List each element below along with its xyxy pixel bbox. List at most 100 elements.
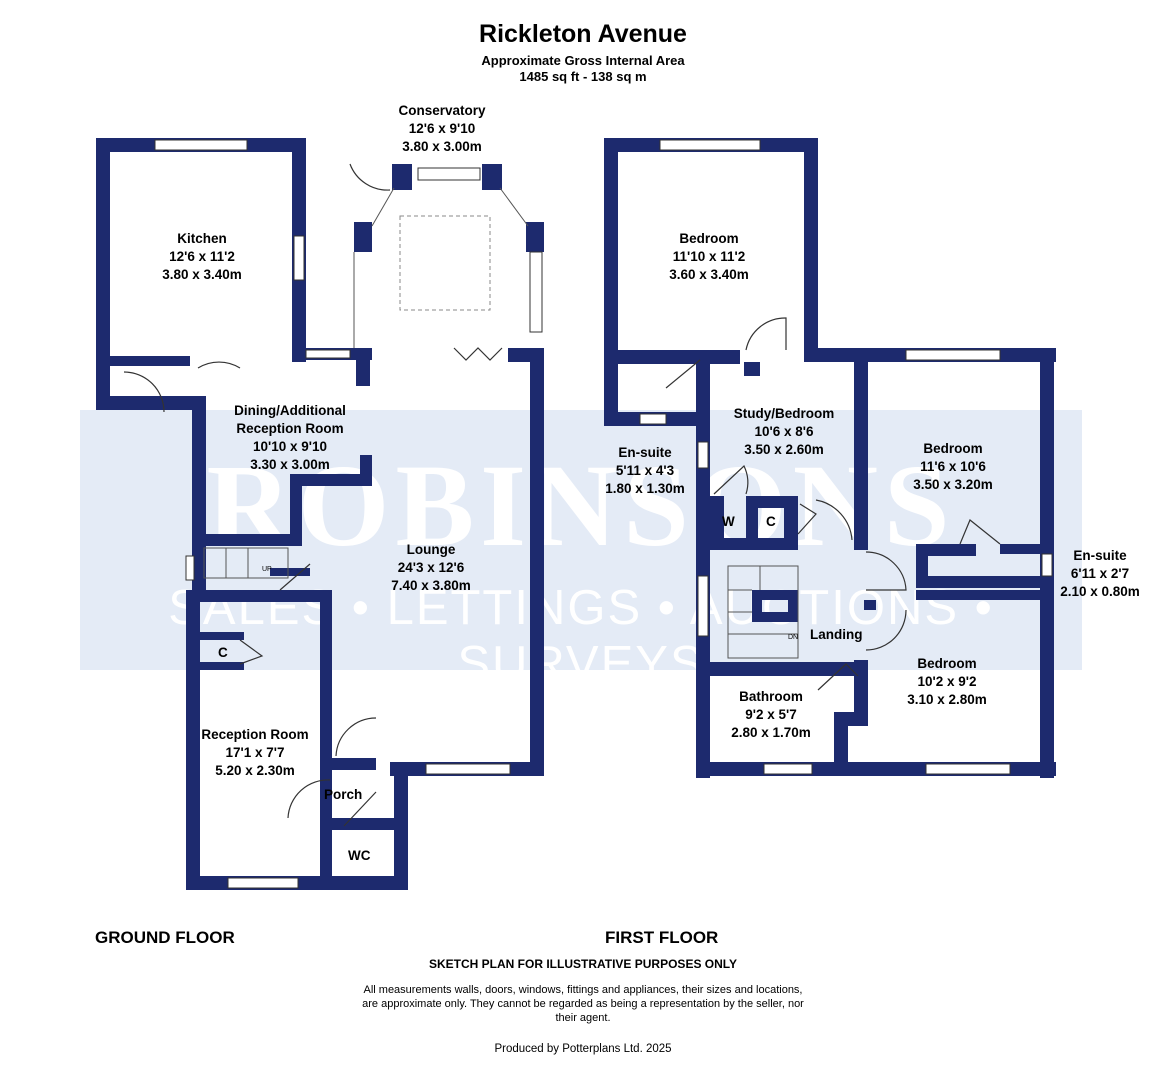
- room-name: En-suite: [618, 445, 672, 460]
- room-name: En-suite: [1073, 548, 1127, 563]
- first-floor-fittings: [639, 139, 1053, 775]
- window: [529, 251, 543, 333]
- wall: [916, 544, 976, 556]
- wall: [96, 396, 192, 410]
- room-imperial: 6'11 x 2'7: [1070, 566, 1130, 581]
- area-summary: Approximate Gross Internal Area 1485 sq …: [0, 53, 1159, 85]
- room-metric: 2.10 x 0.80m: [1060, 584, 1140, 599]
- lounge-label: Lounge 24'3 x 12'6 7.40 x 3.80m: [376, 541, 486, 595]
- area-label: Approximate Gross Internal Area: [481, 53, 685, 68]
- door-swing: [197, 361, 241, 369]
- wall: [920, 576, 1040, 588]
- room-metric: 3.80 x 3.00m: [402, 139, 482, 154]
- room-name: Study/Bedroom: [733, 406, 835, 421]
- window: [925, 763, 1011, 775]
- window: [154, 139, 248, 151]
- kitchen-label: Kitchen 12'6 x 11'2 3.80 x 3.40m: [140, 230, 264, 284]
- wall: [200, 662, 244, 670]
- window: [417, 167, 481, 181]
- porch-label: Porch: [324, 787, 363, 802]
- window: [425, 763, 511, 775]
- c-cupboard-label: C: [766, 514, 776, 529]
- room-imperial: 10'2 x 9'2: [917, 674, 977, 689]
- wall: [192, 534, 302, 546]
- door-swing: [815, 499, 853, 541]
- study-label: Study/Bedroom 10'6 x 8'6 3.50 x 2.60m: [722, 405, 846, 459]
- wall: [530, 348, 544, 776]
- wall: [752, 590, 798, 600]
- glazing: [371, 187, 395, 227]
- wall: [332, 758, 376, 770]
- room-name-1: Dining/Additional: [234, 403, 346, 418]
- room-metric: 3.10 x 2.80m: [907, 692, 987, 707]
- room-metric: 3.50 x 3.20m: [913, 477, 993, 492]
- window: [659, 139, 761, 151]
- room-name: Reception Room: [201, 727, 309, 742]
- room-imperial: 10'10 x 9'10: [253, 439, 327, 454]
- wc-label: WC: [348, 848, 371, 863]
- wall: [110, 356, 190, 366]
- wall: [710, 496, 724, 540]
- room-metric: 3.50 x 2.60m: [744, 442, 824, 457]
- room-imperial: 9'2 x 5'7: [745, 707, 797, 722]
- door-leaf: [343, 791, 377, 827]
- wall: [290, 474, 302, 546]
- window: [905, 349, 1001, 361]
- window: [293, 235, 305, 281]
- wall: [834, 712, 848, 774]
- wall: [618, 350, 740, 364]
- room-imperial: 11'6 x 10'6: [920, 459, 986, 474]
- wall: [784, 496, 798, 540]
- room-name: Kitchen: [177, 231, 227, 246]
- wall: [752, 612, 798, 622]
- wall: [696, 364, 710, 778]
- room-imperial: 10'6 x 8'6: [754, 424, 814, 439]
- wall: [320, 590, 332, 880]
- window: [697, 575, 709, 637]
- wall: [710, 662, 860, 676]
- wall: [392, 164, 412, 190]
- door-leaf: [665, 359, 701, 389]
- room-metric: 3.60 x 3.40m: [669, 267, 749, 282]
- ground-floor-fittings: [123, 139, 543, 889]
- cupboard-label: C: [218, 645, 228, 660]
- wall: [356, 348, 370, 386]
- wall: [482, 164, 502, 190]
- stair-arrow: [279, 563, 311, 591]
- door-swing: [287, 779, 331, 819]
- wall: [332, 818, 408, 830]
- reception-label: Reception Room 17'1 x 7'7 5.20 x 2.30m: [196, 726, 314, 780]
- window: [185, 555, 195, 581]
- wall: [290, 474, 372, 486]
- room-metric: 7.40 x 3.80m: [391, 578, 471, 593]
- door-swing: [123, 371, 165, 413]
- wall: [788, 590, 798, 622]
- bedroom1-label: Bedroom 11'10 x 11'2 3.60 x 3.40m: [650, 230, 768, 284]
- room-metric: 3.30 x 3.00m: [250, 457, 330, 472]
- wall: [744, 362, 760, 376]
- window: [1041, 553, 1053, 577]
- door-swing: [713, 465, 749, 495]
- wall: [916, 590, 1040, 600]
- wall: [746, 496, 758, 540]
- bedroom3-label: Bedroom 10'2 x 9'2 3.10 x 2.80m: [892, 655, 1002, 709]
- area-value: 1485 sq ft - 138 sq m: [519, 69, 647, 84]
- landing-label: Landing: [810, 627, 863, 642]
- bathroom-label: Bathroom 9'2 x 5'7 2.80 x 1.70m: [716, 688, 826, 742]
- wall: [854, 362, 868, 550]
- first-floor-title: FIRST FLOOR: [605, 928, 719, 947]
- door-swing: [745, 317, 787, 351]
- room-metric: 3.80 x 3.40m: [162, 267, 242, 282]
- wall: [804, 138, 818, 360]
- door-leaf: [817, 663, 859, 691]
- room-imperial: 17'1 x 7'7: [225, 745, 285, 760]
- ground-floor-title: GROUND FLOOR: [95, 928, 235, 947]
- door-swing: [335, 717, 377, 757]
- bedroom2-label: Bedroom 11'6 x 10'6 3.50 x 3.20m: [898, 440, 1008, 494]
- window: [639, 413, 667, 425]
- room-name: Bedroom: [923, 441, 983, 456]
- room-name: Bedroom: [917, 656, 977, 671]
- window: [763, 763, 813, 775]
- stairs-outline: [203, 547, 289, 579]
